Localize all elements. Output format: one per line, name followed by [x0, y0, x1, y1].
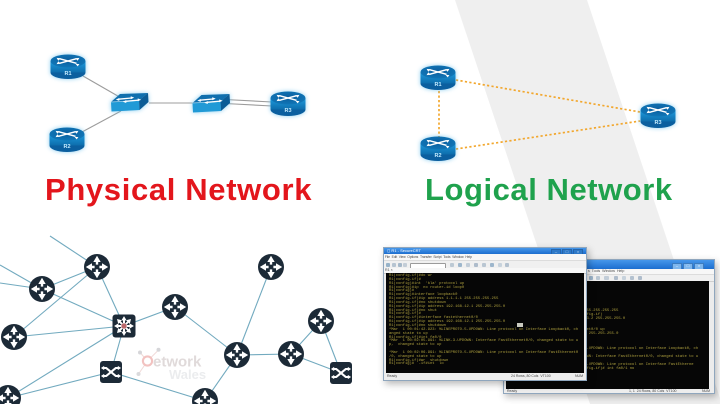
- svg-text:R2: R2: [63, 144, 70, 150]
- svg-text:Wales: Wales: [169, 367, 206, 382]
- svg-text:R1: R1: [434, 82, 441, 88]
- svg-text:etwork: etwork: [153, 354, 202, 371]
- svg-text:R3: R3: [284, 108, 291, 114]
- svg-text:R1: R1: [64, 71, 71, 77]
- svg-text:R3: R3: [654, 120, 661, 126]
- svg-text:R2: R2: [434, 153, 441, 159]
